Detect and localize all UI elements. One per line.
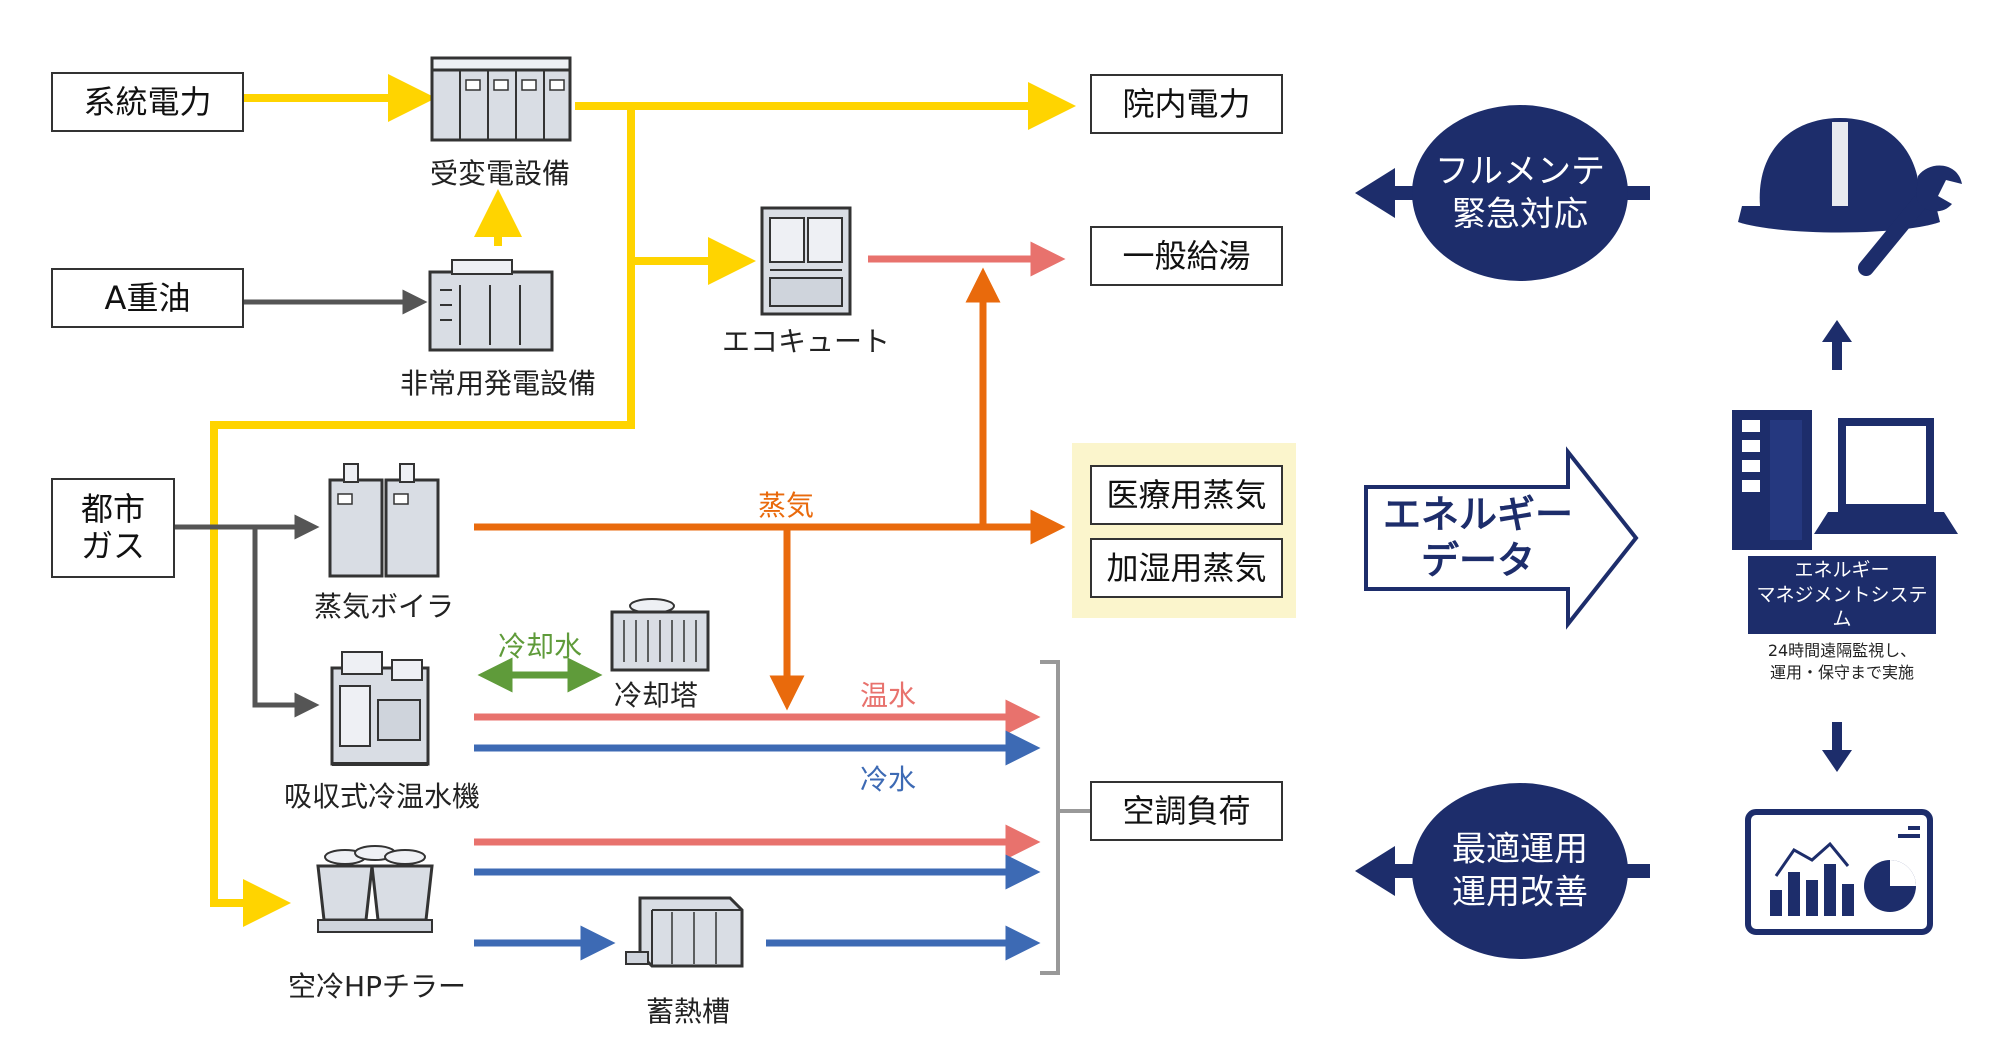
load-humidify-steam: 加湿用蒸気 (1090, 538, 1283, 598)
maintenance-arrow-graphic (1355, 105, 1650, 281)
source-heavy-oil: A重油 (51, 268, 244, 328)
full-maintenance-label: フルメンテ 緊急対応 (1435, 151, 1605, 235)
humidify-steam-label: 加湿用蒸気 (1106, 548, 1267, 587)
bar-chart-report-icon (1745, 809, 1933, 935)
air-cooled-hp-label: 空冷HPチラー (288, 970, 466, 1003)
load-hvac: 空調負荷 (1090, 781, 1283, 841)
optimal-operation-label: 最適運用 運用改善 (1452, 829, 1588, 913)
substation-cabinet-icon (430, 56, 572, 142)
air-cooled-chiller-icon (316, 845, 434, 933)
hvac-bracket (1040, 660, 1060, 975)
source-city-gas: 都市 ガス (51, 478, 175, 578)
hot-water-supply-label: 一般給湯 (1122, 236, 1251, 275)
load-hot-water-supply: 一般給湯 (1090, 226, 1283, 286)
arrow-down-to-report (1822, 722, 1852, 772)
energy-data-label: エネルギー データ (1382, 492, 1574, 582)
absorption-chiller-icon (330, 651, 430, 766)
hospital-power-label: 院内電力 (1122, 84, 1251, 123)
cold-water-flow-label: 冷水 (859, 763, 917, 796)
ems-title-label: エネルギー マネジメントシステム (1756, 558, 1928, 631)
ecocute-label: エコキュート (721, 325, 891, 358)
cooling-tower-label: 冷却塔 (613, 679, 699, 712)
heavy-oil-label: A重油 (104, 278, 191, 317)
thermal-storage-tank-icon (625, 896, 744, 968)
heat-pump-unit-icon (760, 206, 852, 316)
grid-power-label: 系統電力 (83, 82, 212, 121)
medical-steam-label: 医療用蒸気 (1106, 475, 1267, 514)
absorption-chiller-label: 吸収式冷温水機 (283, 780, 481, 813)
hard-hat-wrench-icon (1738, 118, 1962, 276)
thermal-storage-label: 蓄熱槽 (645, 995, 731, 1028)
steam-flow-label: 蒸気 (757, 489, 815, 522)
ems-note-label: 24時間遠隔監視し、 運用・保守まで実施 (1767, 641, 1917, 682)
steam-boiler-label: 蒸気ボイラ (313, 590, 455, 623)
flow-electric-trunk (210, 106, 635, 927)
load-medical-steam: 医療用蒸気 (1090, 465, 1283, 525)
server-computer-icon (1732, 410, 1958, 550)
energy-data-arrow-graphic (1364, 446, 1639, 630)
arrow-up-to-maintenance (1822, 320, 1852, 370)
emergency-generator-label: 非常用発電設備 (399, 367, 597, 400)
ems-title-box: エネルギー マネジメントシステム (1748, 556, 1936, 634)
hot-water-flow-label: 温水 (859, 679, 917, 712)
source-grid-power: 系統電力 (51, 72, 244, 132)
cooling-water-flow-label: 冷却水 (497, 630, 583, 663)
cooling-tower-icon (610, 598, 710, 672)
optimization-arrow-graphic (1355, 783, 1650, 959)
generator-icon (428, 259, 554, 352)
steam-boiler-icon (328, 463, 440, 578)
substation-label: 受変電設備 (429, 157, 571, 190)
load-hospital-power: 院内電力 (1090, 74, 1283, 134)
flow-gas-to-chiller (252, 527, 320, 718)
city-gas-label: 都市 ガス (80, 490, 145, 565)
hvac-load-label: 空調負荷 (1122, 791, 1251, 830)
